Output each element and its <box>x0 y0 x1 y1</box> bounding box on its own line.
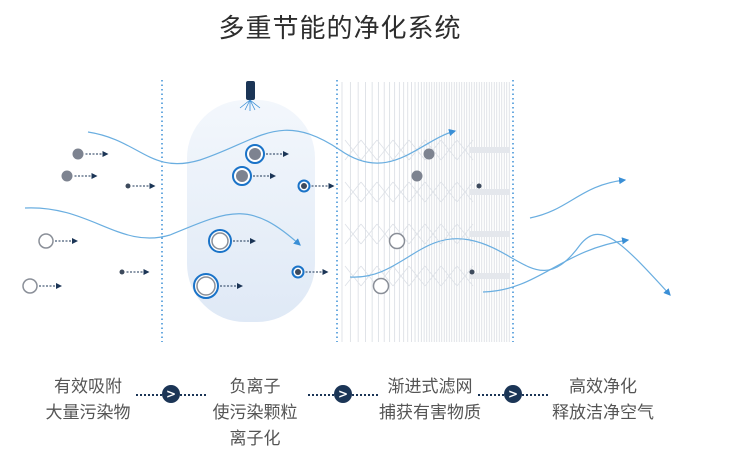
chevron-right-icon: > <box>504 385 522 403</box>
mesh-weave <box>440 139 458 161</box>
particle <box>388 232 406 250</box>
particle <box>469 269 475 275</box>
mesh-weave <box>392 139 410 161</box>
airflow-line-3 <box>349 233 671 296</box>
step-connector: > <box>136 385 206 405</box>
mesh-weave <box>392 181 410 203</box>
step-negative-ion: 负离子使污染颗粒离子化 <box>180 374 330 452</box>
particle <box>245 144 289 164</box>
step-filter: 渐进式滤网捕获有害物质 <box>355 374 505 426</box>
step-line: 大量污染物 <box>45 403 131 423</box>
airflow-lines <box>24 129 671 296</box>
particle <box>22 278 62 294</box>
progressive-filter-mesh <box>341 82 510 342</box>
step-connector: > <box>478 385 548 405</box>
mesh-weave <box>440 265 458 287</box>
mesh-weave <box>408 265 426 287</box>
mesh-band <box>470 273 510 279</box>
step-adsorb: 有效吸附大量污染物 <box>13 374 163 426</box>
mesh-weave <box>456 139 474 161</box>
mesh-band <box>470 147 510 153</box>
mesh-weave <box>376 181 394 203</box>
page-title: 多重节能的净化系统 <box>218 14 462 44</box>
mesh-weave <box>344 223 362 245</box>
mesh-weave <box>360 223 378 245</box>
step-line: 有效吸附 <box>54 377 122 397</box>
stage-dividers <box>161 80 514 342</box>
step-line: 负离子 <box>229 377 281 397</box>
step-line: 渐进式滤网 <box>387 377 473 397</box>
airflow-line-2 <box>24 207 301 246</box>
particle <box>119 269 150 275</box>
particle <box>208 229 256 253</box>
step-line: 离子化 <box>229 429 281 449</box>
mesh-weave <box>344 181 362 203</box>
mesh-weave <box>424 181 442 203</box>
mesh-band <box>470 189 510 195</box>
particle <box>38 233 78 249</box>
particle <box>297 179 335 193</box>
chevron-right-icon: > <box>334 385 352 403</box>
mesh-weave <box>440 181 458 203</box>
particle <box>423 148 435 160</box>
mesh-band <box>470 231 510 237</box>
particle <box>125 183 156 189</box>
particle <box>61 170 98 182</box>
step-line: 高效净化 <box>569 377 637 397</box>
mesh-weave <box>344 265 362 287</box>
mesh-weave <box>376 139 394 161</box>
mesh-weave <box>424 265 442 287</box>
airflow-line-1 <box>87 129 457 165</box>
mesh-weave <box>456 181 474 203</box>
step-line: 捕获有害物质 <box>379 403 481 423</box>
mesh-weave <box>360 181 378 203</box>
mesh-weave <box>424 223 442 245</box>
mesh-weave <box>392 265 410 287</box>
chevron-right-icon: > <box>162 385 180 403</box>
ion-spray-icon <box>239 99 261 111</box>
airflow-line-5 <box>482 237 630 293</box>
particle <box>476 183 482 189</box>
particle <box>193 273 243 299</box>
particle <box>372 277 390 295</box>
step-line: 释放洁净空气 <box>552 403 654 423</box>
mesh-weave <box>344 139 362 161</box>
mesh-weave <box>360 139 378 161</box>
airflow-line-4 <box>529 177 627 219</box>
particle <box>411 170 423 182</box>
particle <box>72 148 109 160</box>
mesh-weave <box>456 265 474 287</box>
mesh-weave <box>408 181 426 203</box>
particle <box>232 166 276 186</box>
step-line: 使污染颗粒 <box>212 403 298 423</box>
step-connector: > <box>308 385 378 405</box>
mesh-weave <box>408 223 426 245</box>
particle <box>291 265 329 279</box>
step-release: 高效净化释放洁净空气 <box>528 374 678 426</box>
particles <box>22 144 482 299</box>
ion-emitter-nozzle <box>246 81 255 100</box>
